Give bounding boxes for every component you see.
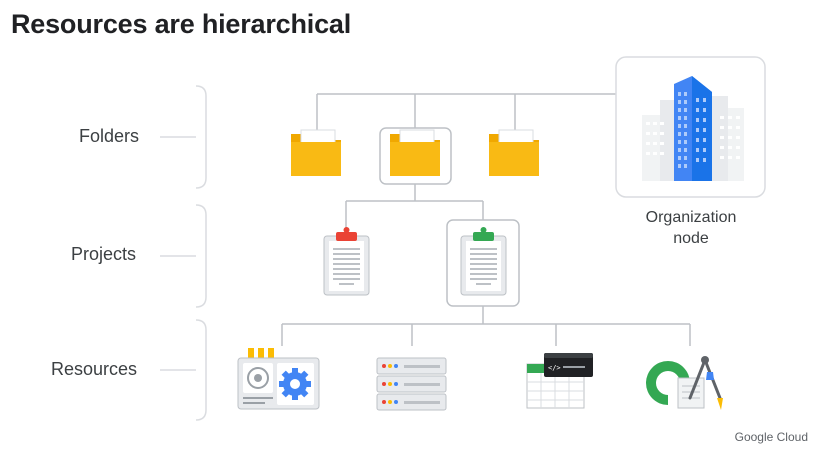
compute-settings-icon [237,348,320,410]
folder-1[interactable] [290,129,342,177]
label-folders: Folders [79,126,140,146]
page-title: Resources are hierarchical [11,9,351,39]
connector-lines [281,93,691,346]
folder-3[interactable] [488,129,540,177]
folder-2-selected[interactable] [379,127,452,185]
resource-code-data[interactable]: </> [526,353,593,409]
design-tools-icon [646,356,723,410]
server-rack-icon [376,357,447,411]
label-leader-lines [160,136,196,371]
label-resources: Resources [51,359,138,379]
clipboard-icon [323,227,370,296]
resource-compute[interactable] [237,348,320,410]
organization-node[interactable] [615,56,766,198]
project-2-selected[interactable] [446,219,520,307]
clipboard-icon [460,227,507,296]
svg-text:</>: </> [548,364,561,372]
level-brackets [195,85,207,421]
code-spreadsheet-icon: </> [526,353,593,409]
resource-storage[interactable] [376,357,447,411]
folder-icon [290,129,342,177]
folder-icon [389,129,441,177]
org-label-line1: Organization [645,209,737,226]
label-projects: Projects [71,244,137,264]
org-label-line2: node [673,230,709,247]
project-1[interactable] [323,227,370,296]
building-icon [642,76,744,181]
folder-icon [488,129,540,177]
resource-tools[interactable] [646,356,723,410]
organization-node-label: Organization node [616,207,766,249]
google-cloud-logo: Google Cloud [734,430,808,444]
